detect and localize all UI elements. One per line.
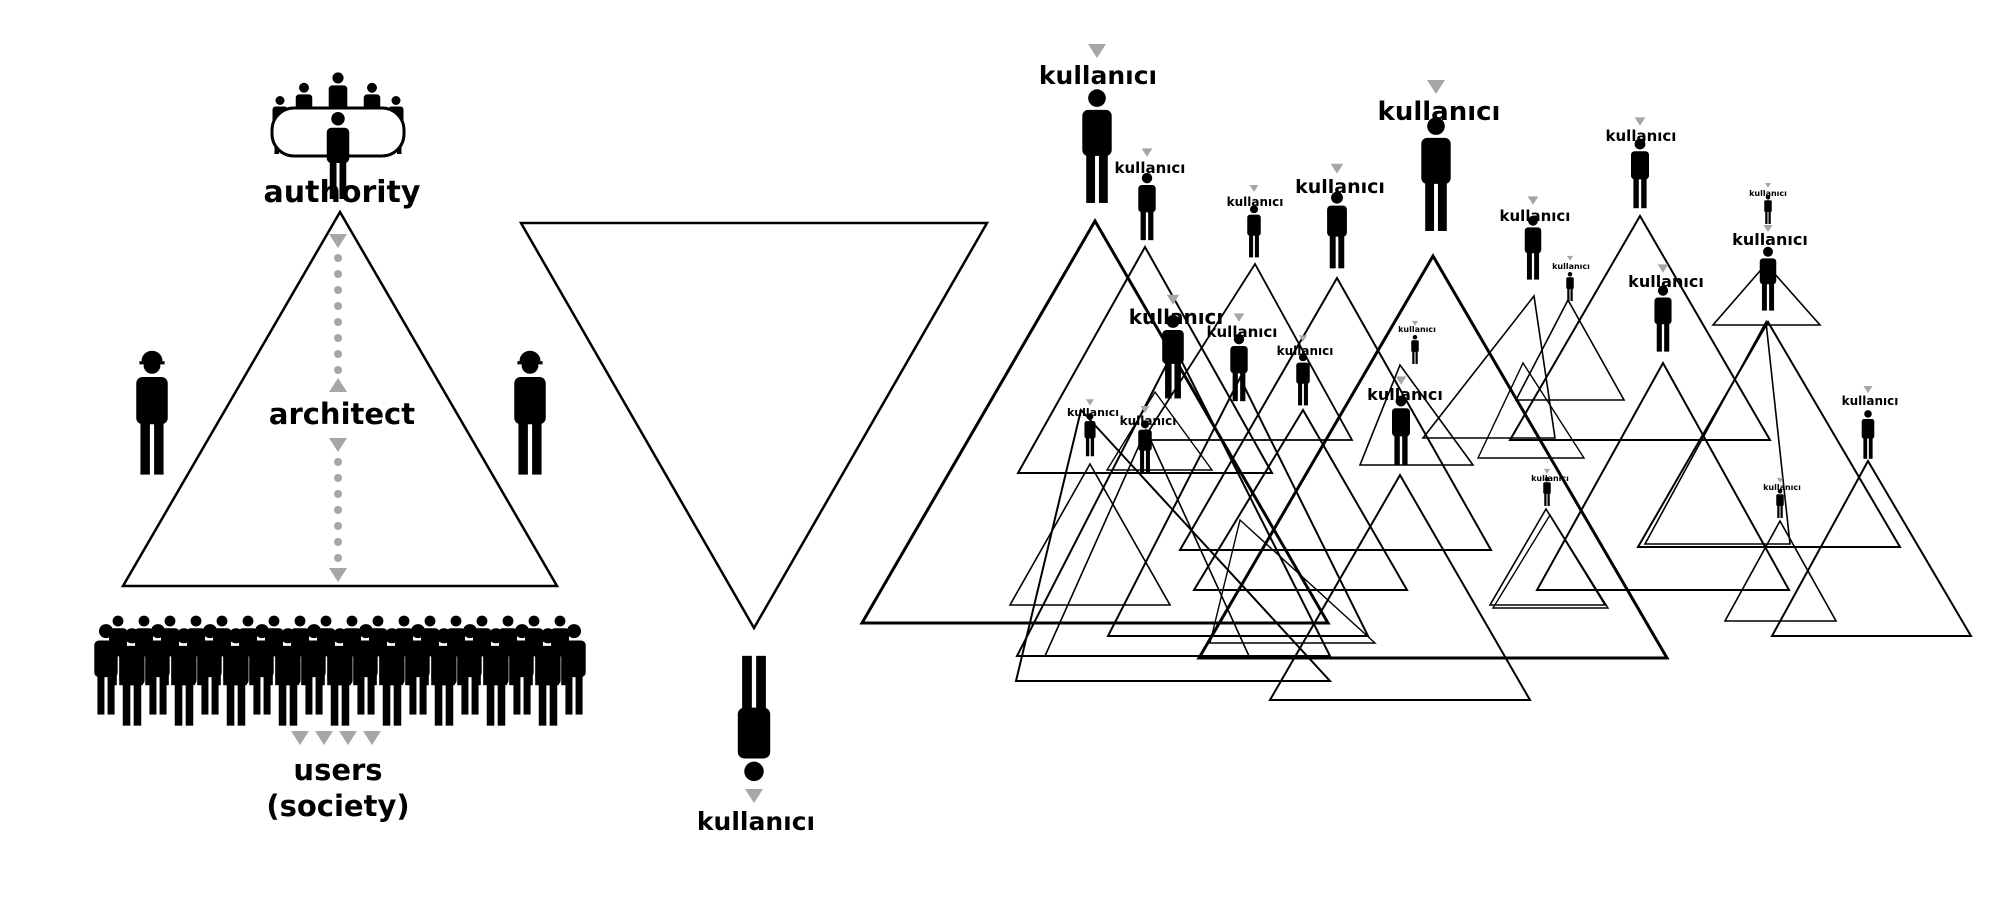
- hierarchy-triangle: [120, 209, 560, 588]
- network-user-label: kullanıcı: [1628, 272, 1704, 291]
- person-icon: [1138, 172, 1156, 241]
- down-arrow-icon: [1330, 163, 1344, 174]
- down-arrow-icon: [329, 438, 347, 452]
- person-icon: [1421, 117, 1451, 231]
- down-arrow-icon: [1527, 196, 1539, 205]
- authority-to-architect-arrow: [329, 234, 347, 392]
- person-icon: [1392, 395, 1410, 466]
- down-arrow-icon: [1863, 386, 1873, 393]
- down-arrow-icon: [1249, 185, 1259, 192]
- inverted-panel: kullanıcı: [518, 221, 990, 836]
- person-icon: [1764, 195, 1772, 224]
- network-user-label: kullanıcı: [1067, 406, 1119, 419]
- architect-to-users-arrow: [329, 438, 347, 582]
- network-user-label: kullanıcı: [1039, 61, 1157, 90]
- network-panel: kullanıcı kullanıcı kullanıcı kullanıcı …: [859, 44, 1973, 701]
- down-arrow-icon: [1233, 313, 1245, 322]
- person-icon: [1654, 285, 1672, 352]
- network-user-label: kullanıcı: [1732, 230, 1808, 249]
- person-icon: [1566, 272, 1574, 301]
- network-user-label: kullanıcı: [1378, 97, 1501, 127]
- users-arrows: [291, 731, 381, 745]
- person-icon: [1631, 138, 1649, 209]
- society-label: (society): [266, 789, 409, 823]
- down-arrow-icon: [1634, 117, 1646, 126]
- person-icon: [1861, 410, 1875, 459]
- person-icon: [1084, 413, 1096, 457]
- network-user-label: kullanıcı: [1277, 344, 1334, 358]
- up-arrow-icon: [329, 378, 347, 392]
- users-crowd: [94, 615, 586, 726]
- network-user-label: kullanıcı: [1763, 483, 1801, 492]
- hardhat-person-icon: [514, 350, 546, 475]
- network-user-label: kullanıcı: [1398, 325, 1436, 334]
- network-user-label: kullanıcı: [1531, 474, 1569, 483]
- network-user-label: kullanıcı: [1749, 189, 1787, 198]
- authority-label: authority: [264, 175, 421, 210]
- person-icon: [1776, 489, 1784, 518]
- down-arrow-icon: [1141, 148, 1153, 157]
- hierarchy-panel: authority architect: [94, 72, 586, 823]
- network-user-label: kullanıcı: [1115, 159, 1186, 177]
- down-arrow-icon: [1764, 182, 1772, 188]
- meeting-table-icon: [270, 72, 406, 199]
- hardhat-person-icon: [136, 350, 168, 475]
- person-icon: [1247, 205, 1261, 258]
- network-labels: kullanıcı kullanıcı kullanıcı kullanıcı …: [1039, 61, 1898, 492]
- network-user-label: kullanıcı: [1227, 195, 1284, 209]
- architect-label: architect: [269, 397, 415, 431]
- network-user-label: kullanıcı: [1295, 176, 1385, 198]
- person-icon: [737, 655, 771, 782]
- person-icon: [1411, 335, 1419, 364]
- down-arrow-icon: [1088, 44, 1106, 58]
- down-arrow-icon: [1427, 80, 1445, 94]
- down-arrow-icon: [1566, 255, 1574, 261]
- person-icon: [1082, 89, 1112, 203]
- network-user-label: kullanıcı: [1129, 305, 1224, 329]
- network-user-label: kullanıcı: [1207, 323, 1278, 341]
- person-icon: [1759, 246, 1777, 311]
- person-icon: [1327, 191, 1347, 269]
- users-label: users: [293, 753, 382, 787]
- down-arrow-icon: [745, 789, 763, 803]
- network-user-label: kullanıcı: [1120, 414, 1177, 428]
- network-user-label: kullanıcı: [1500, 207, 1571, 225]
- person-icon: [1230, 333, 1248, 402]
- network-user-label: kullanıcı: [1606, 127, 1677, 145]
- network-user-label: kullanıcı: [1552, 262, 1590, 271]
- network-user-label: kullanıcı: [1367, 385, 1443, 404]
- down-arrow-icon: [329, 568, 347, 582]
- network-triangles: [859, 214, 1973, 701]
- inverted-user-label: kullanıcı: [697, 807, 815, 836]
- network-user-label: kullanıcı: [1842, 394, 1899, 408]
- down-arrow-icon: [1085, 399, 1095, 406]
- person-icon: [1524, 215, 1542, 280]
- down-arrow-icon: [329, 234, 347, 248]
- inverted-triangle: [518, 221, 990, 631]
